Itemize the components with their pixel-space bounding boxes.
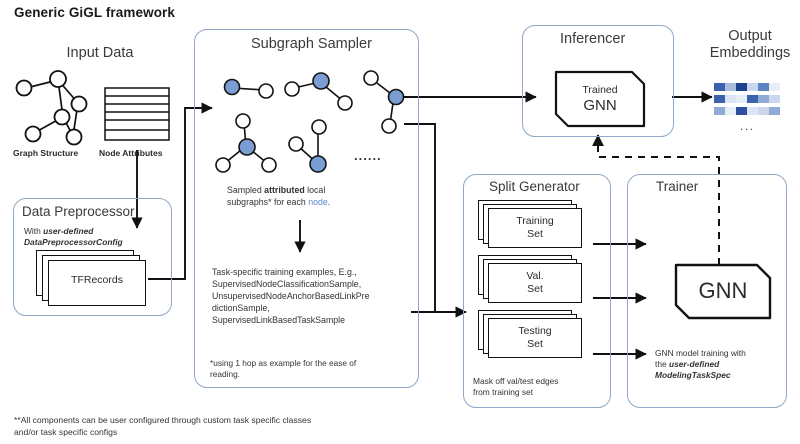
trained-gnn-label-bottom: GNN: [583, 97, 617, 114]
graph-structure-nodes: [15, 70, 88, 146]
subgraph-sampler-caption: Sampled attributed local subgraphs* for e…: [227, 184, 407, 208]
trained-gnn-label-top: Trained: [582, 84, 618, 96]
subgraph-sampler-examples: Task-specific training examples, E.g., S…: [212, 267, 370, 325]
subgraph-sampler-panel[interactable]: [194, 29, 419, 388]
embedding-cell: [769, 107, 780, 115]
embedding-cell: [769, 95, 780, 103]
embedding-row: [714, 107, 780, 115]
training-set-label: Training Set: [516, 215, 554, 240]
trainer-note-em1: user-defined: [668, 359, 720, 369]
embedding-row: [714, 95, 780, 103]
subgraph-sampler-title: Subgraph Sampler: [251, 36, 372, 52]
embedding-cell: [769, 83, 780, 91]
embedding-cell: [725, 107, 736, 115]
tfrecords-label: TFRecords: [71, 274, 123, 286]
subgraph-sampler-ellipsis: ......: [354, 148, 382, 163]
dp-sub-plain: With: [24, 226, 44, 236]
dp-sub-em1: user-defined: [43, 226, 94, 236]
dp-sub-em2: DataPreprocessorConfig: [24, 237, 123, 247]
tfrecords-doc-front: TFRecords: [48, 260, 146, 306]
output-heading-line2: Embeddings: [709, 45, 791, 61]
embedding-cell: [747, 95, 758, 103]
output-heading-line1: Output: [728, 28, 772, 44]
embedding-cell: [747, 107, 758, 115]
split-generator-title: Split Generator: [489, 179, 580, 194]
trainer-title: Trainer: [656, 179, 699, 194]
ss-cap-1a: Sampled: [227, 185, 265, 195]
ss-cap-2c: .: [327, 197, 331, 207]
embedding-cell: [714, 107, 725, 115]
embedding-cell: [758, 83, 769, 91]
subgraph-sampler-footnote: *using 1 hop as example for the ease of …: [210, 358, 357, 380]
embedding-cell: [747, 83, 758, 91]
inferencer-panel[interactable]: [522, 25, 674, 137]
ss-cap-node-link[interactable]: node: [308, 197, 328, 207]
embedding-cell: [758, 95, 769, 103]
trainer-note-em2: ModelingTaskSpec: [655, 370, 731, 380]
node-attributes-glyph: [104, 87, 170, 141]
embedding-cell: [714, 95, 725, 103]
input-data-heading: Input Data: [66, 45, 134, 61]
embedding-cell: [758, 107, 769, 115]
data-preprocessor-title: Data Preprocessor: [22, 204, 135, 219]
testing-set-label: Testing Set: [518, 325, 552, 350]
ss-cap-2a: subgraphs* for each: [227, 197, 309, 207]
val-set-doc-front: Val. Set: [488, 263, 582, 303]
split-generator-note: Mask off val/test edges from training se…: [473, 376, 559, 398]
testing-set-doc-front: Testing Set: [488, 318, 582, 358]
trainer-note-2: the: [655, 359, 669, 369]
split-generator-panel[interactable]: [463, 174, 611, 408]
embedding-cell: [714, 83, 725, 91]
graph-structure-caption: Graph Structure: [13, 148, 79, 158]
ss-cap-1b: attributed: [264, 185, 305, 195]
embedding-cell: [736, 95, 747, 103]
embedding-row: [714, 83, 780, 91]
embedding-cell: [725, 83, 736, 91]
inferencer-title: Inferencer: [560, 31, 626, 47]
data-preprocessor-panel[interactable]: [13, 198, 172, 316]
trainer-panel[interactable]: [627, 174, 787, 408]
graph-structure-glyph: [25, 79, 79, 137]
tfrecords-stack[interactable]: TFRecords: [36, 250, 148, 308]
training-set-doc-front: Training Set: [488, 208, 582, 248]
node-attributes-caption: Node Attributes: [99, 148, 163, 158]
page-title: Generic GiGL framework: [14, 5, 176, 20]
embedding-cell: [736, 107, 747, 115]
output-embeddings-dots: ...: [740, 119, 755, 133]
embedding-cell: [725, 95, 736, 103]
embedding-cell: [736, 83, 747, 91]
page-footnote: **All components can be user configured …: [14, 415, 312, 437]
ss-cap-1c: local: [304, 185, 326, 195]
val-set-label: Val. Set: [526, 270, 544, 295]
trainer-note-1: GNN model training with: [655, 348, 746, 358]
trainer-gnn-label: GNN: [698, 278, 748, 303]
